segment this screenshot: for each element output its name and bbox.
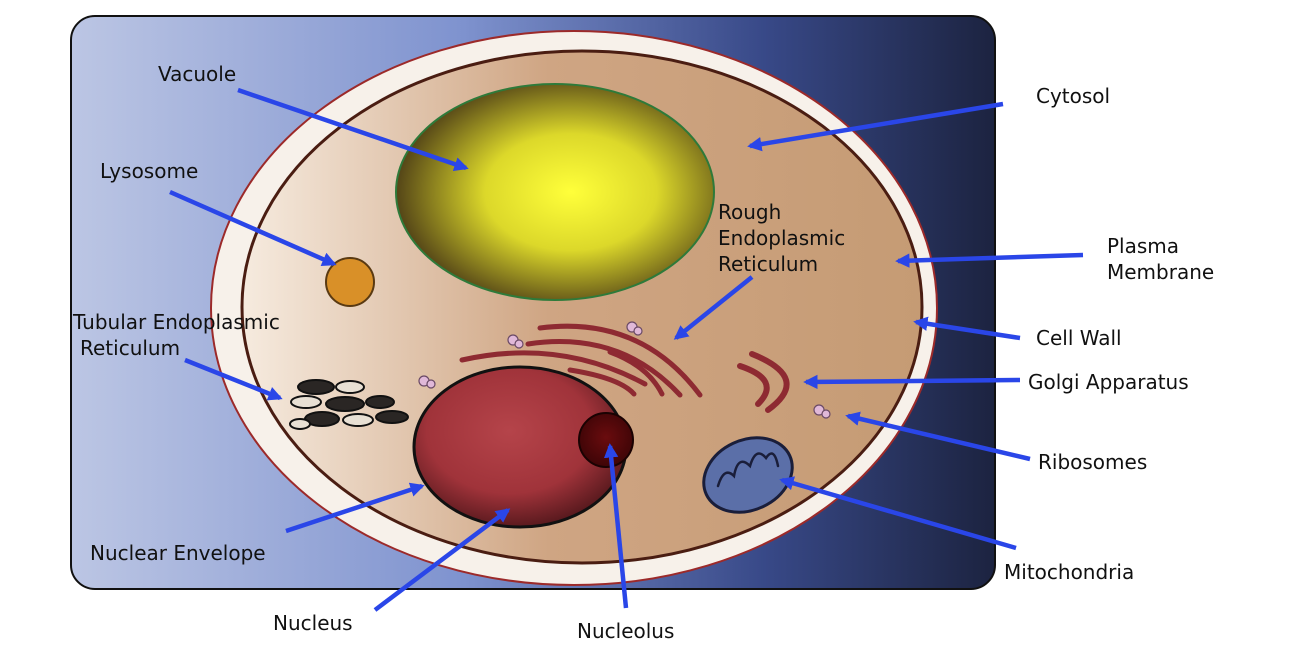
label-lysosome: Lysosome <box>100 159 199 183</box>
arrow-mitochondria <box>779 476 1017 551</box>
label-mitochondria: Mitochondria <box>1004 560 1135 584</box>
arrow-nucleus <box>373 508 511 612</box>
rough-er <box>459 323 703 398</box>
ribosomes <box>418 321 831 419</box>
label-nucleolus: Nucleolus <box>577 619 675 643</box>
arrow-tubular-er <box>184 357 283 401</box>
arrow-cytosol <box>747 101 1004 152</box>
mitochondria <box>702 436 794 514</box>
arrow-golgi <box>803 374 1021 390</box>
label-rough-er-line3: Reticulum <box>718 252 819 276</box>
arrows <box>169 87 1084 612</box>
label-plasma-membrane-line1: Plasma <box>1107 234 1180 258</box>
arrow-nucleolus <box>603 443 629 609</box>
arrow-nuclear-envelope <box>285 482 425 534</box>
arrow-rough-er <box>673 275 754 340</box>
label-vacuole: Vacuole <box>158 62 237 86</box>
arrow-lysosome <box>169 189 337 267</box>
arrow-ribosomes <box>845 411 1031 462</box>
label-tubular-er-line2: Reticulum <box>80 336 181 360</box>
arrow-cell-wall <box>913 316 1021 341</box>
arrow-plasma-membrane <box>895 252 1084 268</box>
label-cell-wall: Cell Wall <box>1036 326 1122 350</box>
label-golgi-apparatus: Golgi Apparatus <box>1028 370 1189 394</box>
vacuole <box>395 83 715 301</box>
tubular-er <box>289 379 409 430</box>
label-ribosomes: Ribosomes <box>1038 450 1148 474</box>
label-cytosol: Cytosol <box>1036 84 1111 108</box>
nucleolus <box>578 412 634 468</box>
label-nuclear-envelope: Nuclear Envelope <box>90 541 266 565</box>
golgi-apparatus <box>737 351 790 413</box>
arrow-vacuole <box>237 87 469 172</box>
label-plasma-membrane-line2: Membrane <box>1107 260 1215 284</box>
label-rough-er-line1: Rough <box>718 200 782 224</box>
label-nucleus: Nucleus <box>273 611 353 635</box>
label-tubular-er-line1: Tubular Endoplasmic <box>73 310 280 334</box>
lysosome <box>325 257 375 307</box>
label-rough-er-line2: Endoplasmic <box>718 226 846 250</box>
